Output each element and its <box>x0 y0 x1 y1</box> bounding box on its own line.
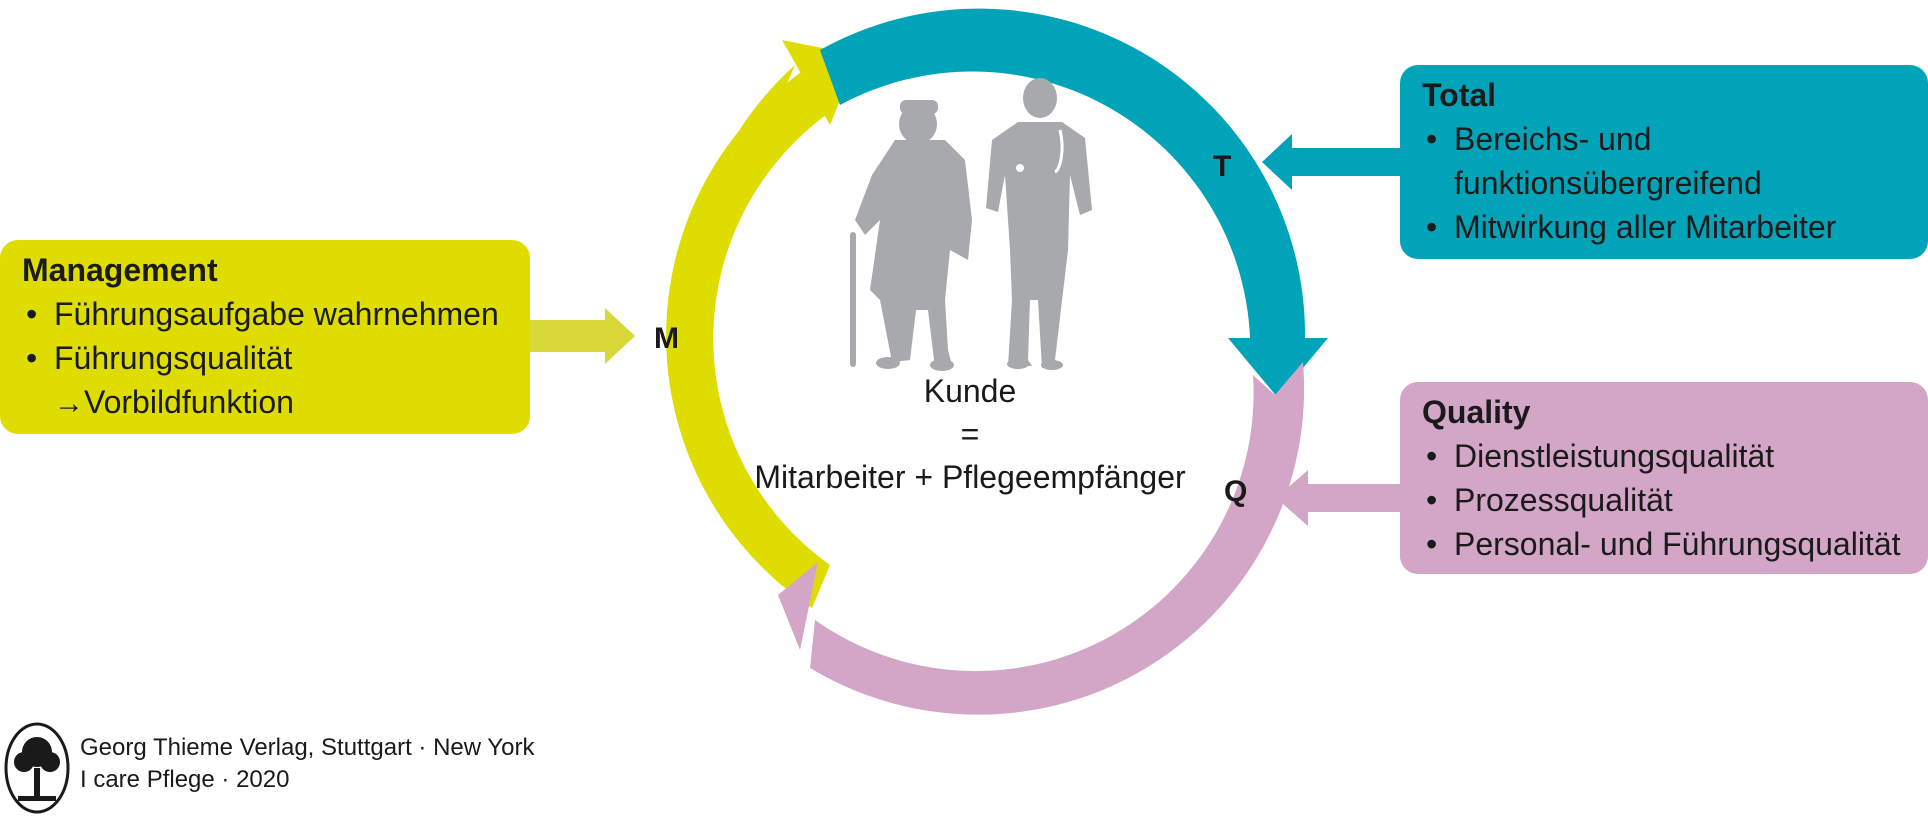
footer-credits: Georg Thieme Verlag, Stuttgart · New Yor… <box>80 732 534 796</box>
cycle-letter-m: M <box>654 322 679 355</box>
list-item: •Führungsqualität <box>26 340 293 376</box>
arrow-head-total <box>1228 338 1328 398</box>
list-item: •Personal- und Führungsqualität <box>1426 526 1901 562</box>
center-equals: = <box>960 416 980 452</box>
center-kunde: Kunde <box>923 373 1017 409</box>
ring-segment-quality <box>810 362 1305 715</box>
total-title: Total <box>1422 77 1497 113</box>
figures-icon <box>850 78 1092 371</box>
arrow-quality-to-cycle <box>1276 470 1400 526</box>
right-arrow-icon: → <box>54 387 84 420</box>
list-item: •Führungsaufgabe wahrnehmen <box>26 296 499 332</box>
list-item: •Prozessqualität <box>1426 482 1673 518</box>
ring-segment-total <box>820 8 1306 338</box>
list-item: →Vorbildfunktion <box>22 380 512 426</box>
quality-box: Quality •Dienstleistungsqualität •Prozes… <box>1400 382 1928 574</box>
list-item: funktionsübergreifend <box>1454 165 1762 201</box>
footer-line-1: Georg Thieme Verlag, Stuttgart · New Yor… <box>80 734 535 761</box>
list-item: •Bereichs- und <box>1426 121 1652 157</box>
arrow-total-to-cycle <box>1262 134 1400 190</box>
management-title: Management <box>22 252 218 288</box>
footer-line-2: I care Pflege · 2020 <box>80 766 290 793</box>
total-box: Total •Bereichs- und funktionsübergreife… <box>1400 65 1928 259</box>
list-item: •Dienstleistungsqualität <box>1426 438 1775 474</box>
cycle-letter-t: T <box>1213 150 1232 183</box>
arrow-head-quality <box>778 562 818 650</box>
list-item: •Mitwirkung aller Mitarbeiter <box>1426 209 1837 245</box>
management-subitem: Vorbildfunktion <box>84 384 294 420</box>
nurse-silhouette-icon <box>986 78 1092 370</box>
total-list: •Bereichs- und funktionsübergreifend •Mi… <box>1422 117 1910 249</box>
quality-list: •Dienstleistungsqualität •Prozessqualitä… <box>1422 434 1910 566</box>
management-list: •Führungsaufgabe wahrnehmen •Führungsqua… <box>22 292 512 426</box>
management-box: Management •Führungsaufgabe wahrnehmen •… <box>0 240 530 434</box>
arrow-management-to-cycle <box>520 308 635 364</box>
center-formula: Mitarbeiter + Pflegeempfänger <box>754 459 1186 495</box>
tree-seal-logo-icon <box>4 722 70 814</box>
quality-title: Quality <box>1422 394 1531 430</box>
cycle-letter-q: Q <box>1224 475 1248 508</box>
elderly-man-silhouette-icon <box>850 100 972 371</box>
yellow-ring-band <box>666 70 836 608</box>
